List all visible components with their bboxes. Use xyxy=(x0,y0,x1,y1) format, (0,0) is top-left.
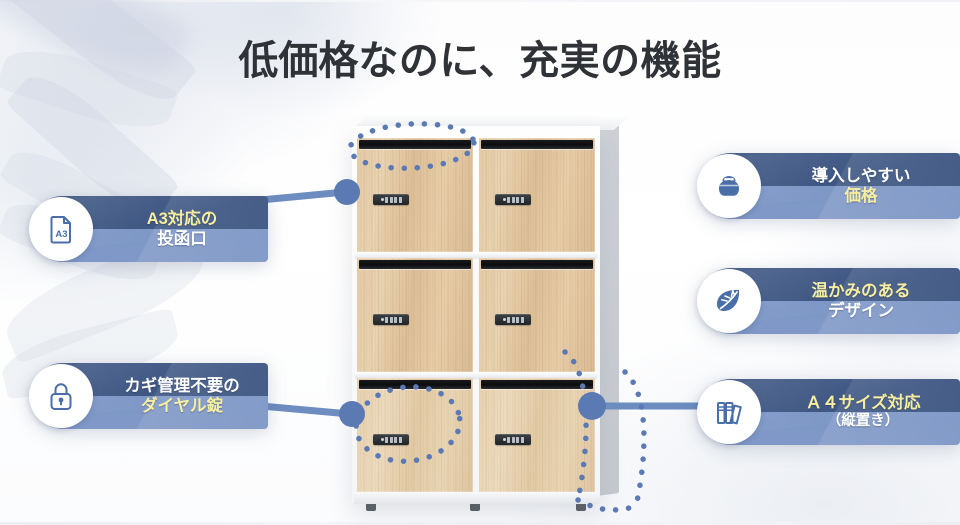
badge-line-2: 投函口 xyxy=(157,230,207,248)
mail-slot xyxy=(481,260,593,269)
locker-door xyxy=(357,138,473,252)
feature-badge-dial-lock[interactable]: カギ管理不要の ダイヤル錠 xyxy=(29,363,268,429)
mail-slot xyxy=(481,380,593,389)
dial-lock xyxy=(373,434,409,445)
feature-badge-price[interactable]: 導入しやすい 価格 xyxy=(697,153,960,219)
cabinet-foot xyxy=(576,504,586,511)
mail-slot xyxy=(359,380,471,389)
document-a3-icon: A3 xyxy=(29,197,93,261)
locker-row xyxy=(357,258,595,372)
badge-line-1: A3対応の xyxy=(146,209,218,228)
locker-row xyxy=(357,378,595,492)
locker-door xyxy=(479,378,595,492)
mail-slot xyxy=(359,260,471,269)
dial-lock xyxy=(495,194,531,205)
badge-line-2: デザイン xyxy=(828,302,894,320)
feature-badge-a4-size[interactable]: Ａ４サイズ対応 （縦置き） xyxy=(697,379,960,445)
cabinet-foot xyxy=(366,504,376,511)
page-title-rest: なのに、充実の機能 xyxy=(358,39,722,83)
feature-badge-a3-slot[interactable]: A3 A3対応の 投函口 xyxy=(29,196,268,262)
badge-text-a4-size: Ａ４サイズ対応 （縦置き） xyxy=(772,393,954,431)
locker-door xyxy=(357,258,473,372)
badge-text-design: 温かみのある デザイン xyxy=(770,281,952,321)
cabinet-front-body xyxy=(352,126,600,511)
badge-text-a3-slot: A3対応の 投函口 xyxy=(102,209,262,249)
mail-slot xyxy=(481,140,593,149)
bottom-hairline xyxy=(0,522,960,525)
feature-badge-design[interactable]: 温かみのある デザイン xyxy=(697,268,960,334)
badge-line-1: 導入しやすい xyxy=(811,166,911,185)
badge-text-price: 導入しやすい 価格 xyxy=(770,166,952,206)
leaf-icon xyxy=(697,269,761,333)
mail-slot xyxy=(359,140,471,149)
locker-door xyxy=(357,378,473,492)
page-title-emphasis: 低価格 xyxy=(238,39,359,83)
locker-door xyxy=(479,258,595,372)
badge-line-2: 価格 xyxy=(844,187,878,205)
dial-lock xyxy=(373,314,409,325)
cabinet-shelf xyxy=(355,252,597,258)
badge-line-1: カギ管理不要の xyxy=(124,376,240,395)
dial-lock xyxy=(495,434,531,445)
cabinet-foot xyxy=(470,504,480,511)
badge-line-2: ダイヤル錠 xyxy=(140,397,223,415)
highlight-curve-a4-right xyxy=(622,369,647,509)
top-hairline xyxy=(0,0,960,2)
cabinet-shelf xyxy=(355,372,597,378)
dial-lock xyxy=(373,194,409,205)
badge-text-dial-lock: カギ管理不要の ダイヤル錠 xyxy=(102,376,262,416)
lock-icon xyxy=(29,364,93,428)
locker-cabinet-image xyxy=(352,114,632,511)
wallet-icon xyxy=(697,154,761,218)
page-title: 低価格なのに、充実の機能 xyxy=(0,28,960,86)
dial-lock xyxy=(495,314,531,325)
badge-line-2: （縦置き） xyxy=(826,413,900,430)
cabinet-plinth xyxy=(354,492,600,504)
books-icon xyxy=(697,380,761,444)
badge-line-1: 温かみのある xyxy=(811,281,911,300)
svg-text:A3: A3 xyxy=(55,229,67,240)
locker-door xyxy=(479,138,595,252)
badge-line-1: Ａ４サイズ対応 xyxy=(805,394,921,413)
locker-row xyxy=(357,138,595,252)
